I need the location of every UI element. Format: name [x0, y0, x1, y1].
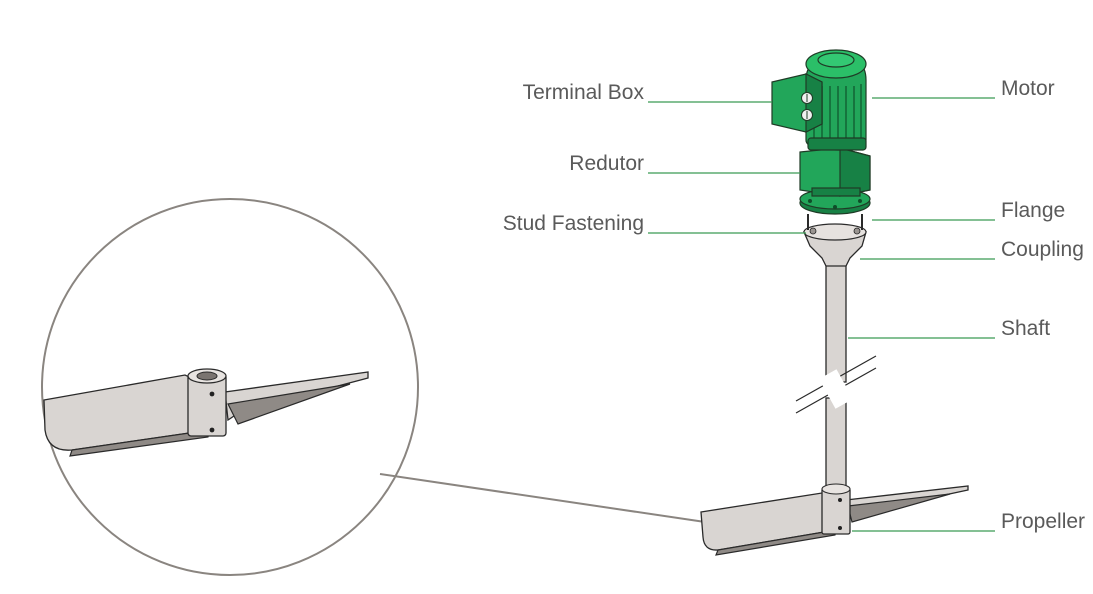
magnifier-circle-icon [41, 198, 419, 576]
flange-hole-2 [858, 199, 862, 203]
shaft-break-gap [819, 369, 853, 409]
propeller-hub-top [821, 483, 851, 495]
leader-lines [648, 97, 995, 532]
detail-connector-line [379, 473, 706, 523]
propeller-detail-view [41, 198, 706, 576]
detail-hub-bolt-2 [209, 427, 215, 433]
label-flange: Flange [1001, 199, 1065, 222]
detail-hub-bolt-1 [209, 391, 215, 397]
detail-left-blade-edge [69, 429, 211, 457]
detail-right-blade-underside [227, 383, 351, 425]
coupling [803, 231, 867, 267]
propeller-hub-bolt-1 [838, 498, 842, 502]
motor-fan-cap [817, 52, 855, 68]
stud-bolt-left [809, 227, 817, 235]
labels: Terminal Box Redutor Stud Fastening Moto… [503, 77, 1085, 533]
flange-hole-1 [808, 199, 812, 203]
propeller-hub-bolt-2 [838, 526, 842, 530]
label-stud-fastening: Stud Fastening [503, 212, 644, 235]
stud-bolt-right [853, 227, 861, 235]
cable-gland-icon [801, 92, 813, 121]
label-coupling: Coupling [1001, 238, 1084, 261]
label-propeller: Propeller [1001, 510, 1085, 533]
redutor-base [811, 187, 861, 197]
label-redutor: Redutor [569, 152, 644, 175]
propeller-left-blade-edge [715, 529, 837, 556]
detail-hub-bore [196, 371, 218, 381]
label-terminal-box: Terminal Box [523, 81, 645, 104]
label-motor: Motor [1001, 77, 1055, 100]
propeller-hub [821, 487, 851, 535]
agitator-assembly [700, 49, 969, 556]
coupling-top [803, 223, 867, 241]
label-shaft: Shaft [1001, 317, 1050, 340]
shaft-upper [825, 261, 847, 383]
flange-hole-3 [833, 205, 837, 209]
shaft-lower [825, 397, 847, 491]
redutor-side [839, 147, 871, 197]
motor-base-ring [807, 137, 867, 151]
